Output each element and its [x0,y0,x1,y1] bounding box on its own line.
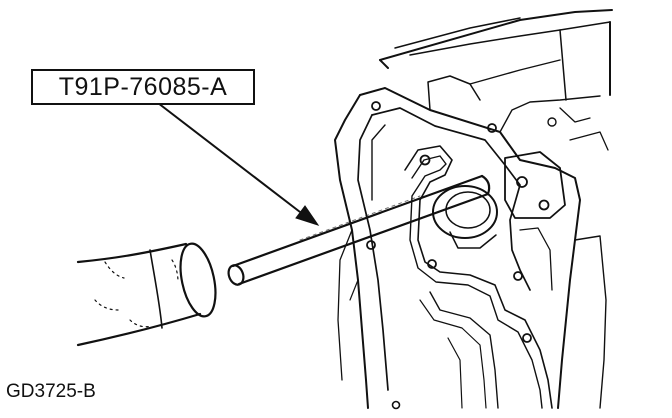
tool-number-callout: T91P-76085-A [31,69,255,105]
installer-rod [227,174,491,286]
leader-arrow [157,102,320,226]
engine-block [334,9,613,410]
tool-number-label: T91P-76085-A [58,72,228,101]
figure-code: GD3725-B [6,381,96,402]
driver-handle [76,242,217,347]
